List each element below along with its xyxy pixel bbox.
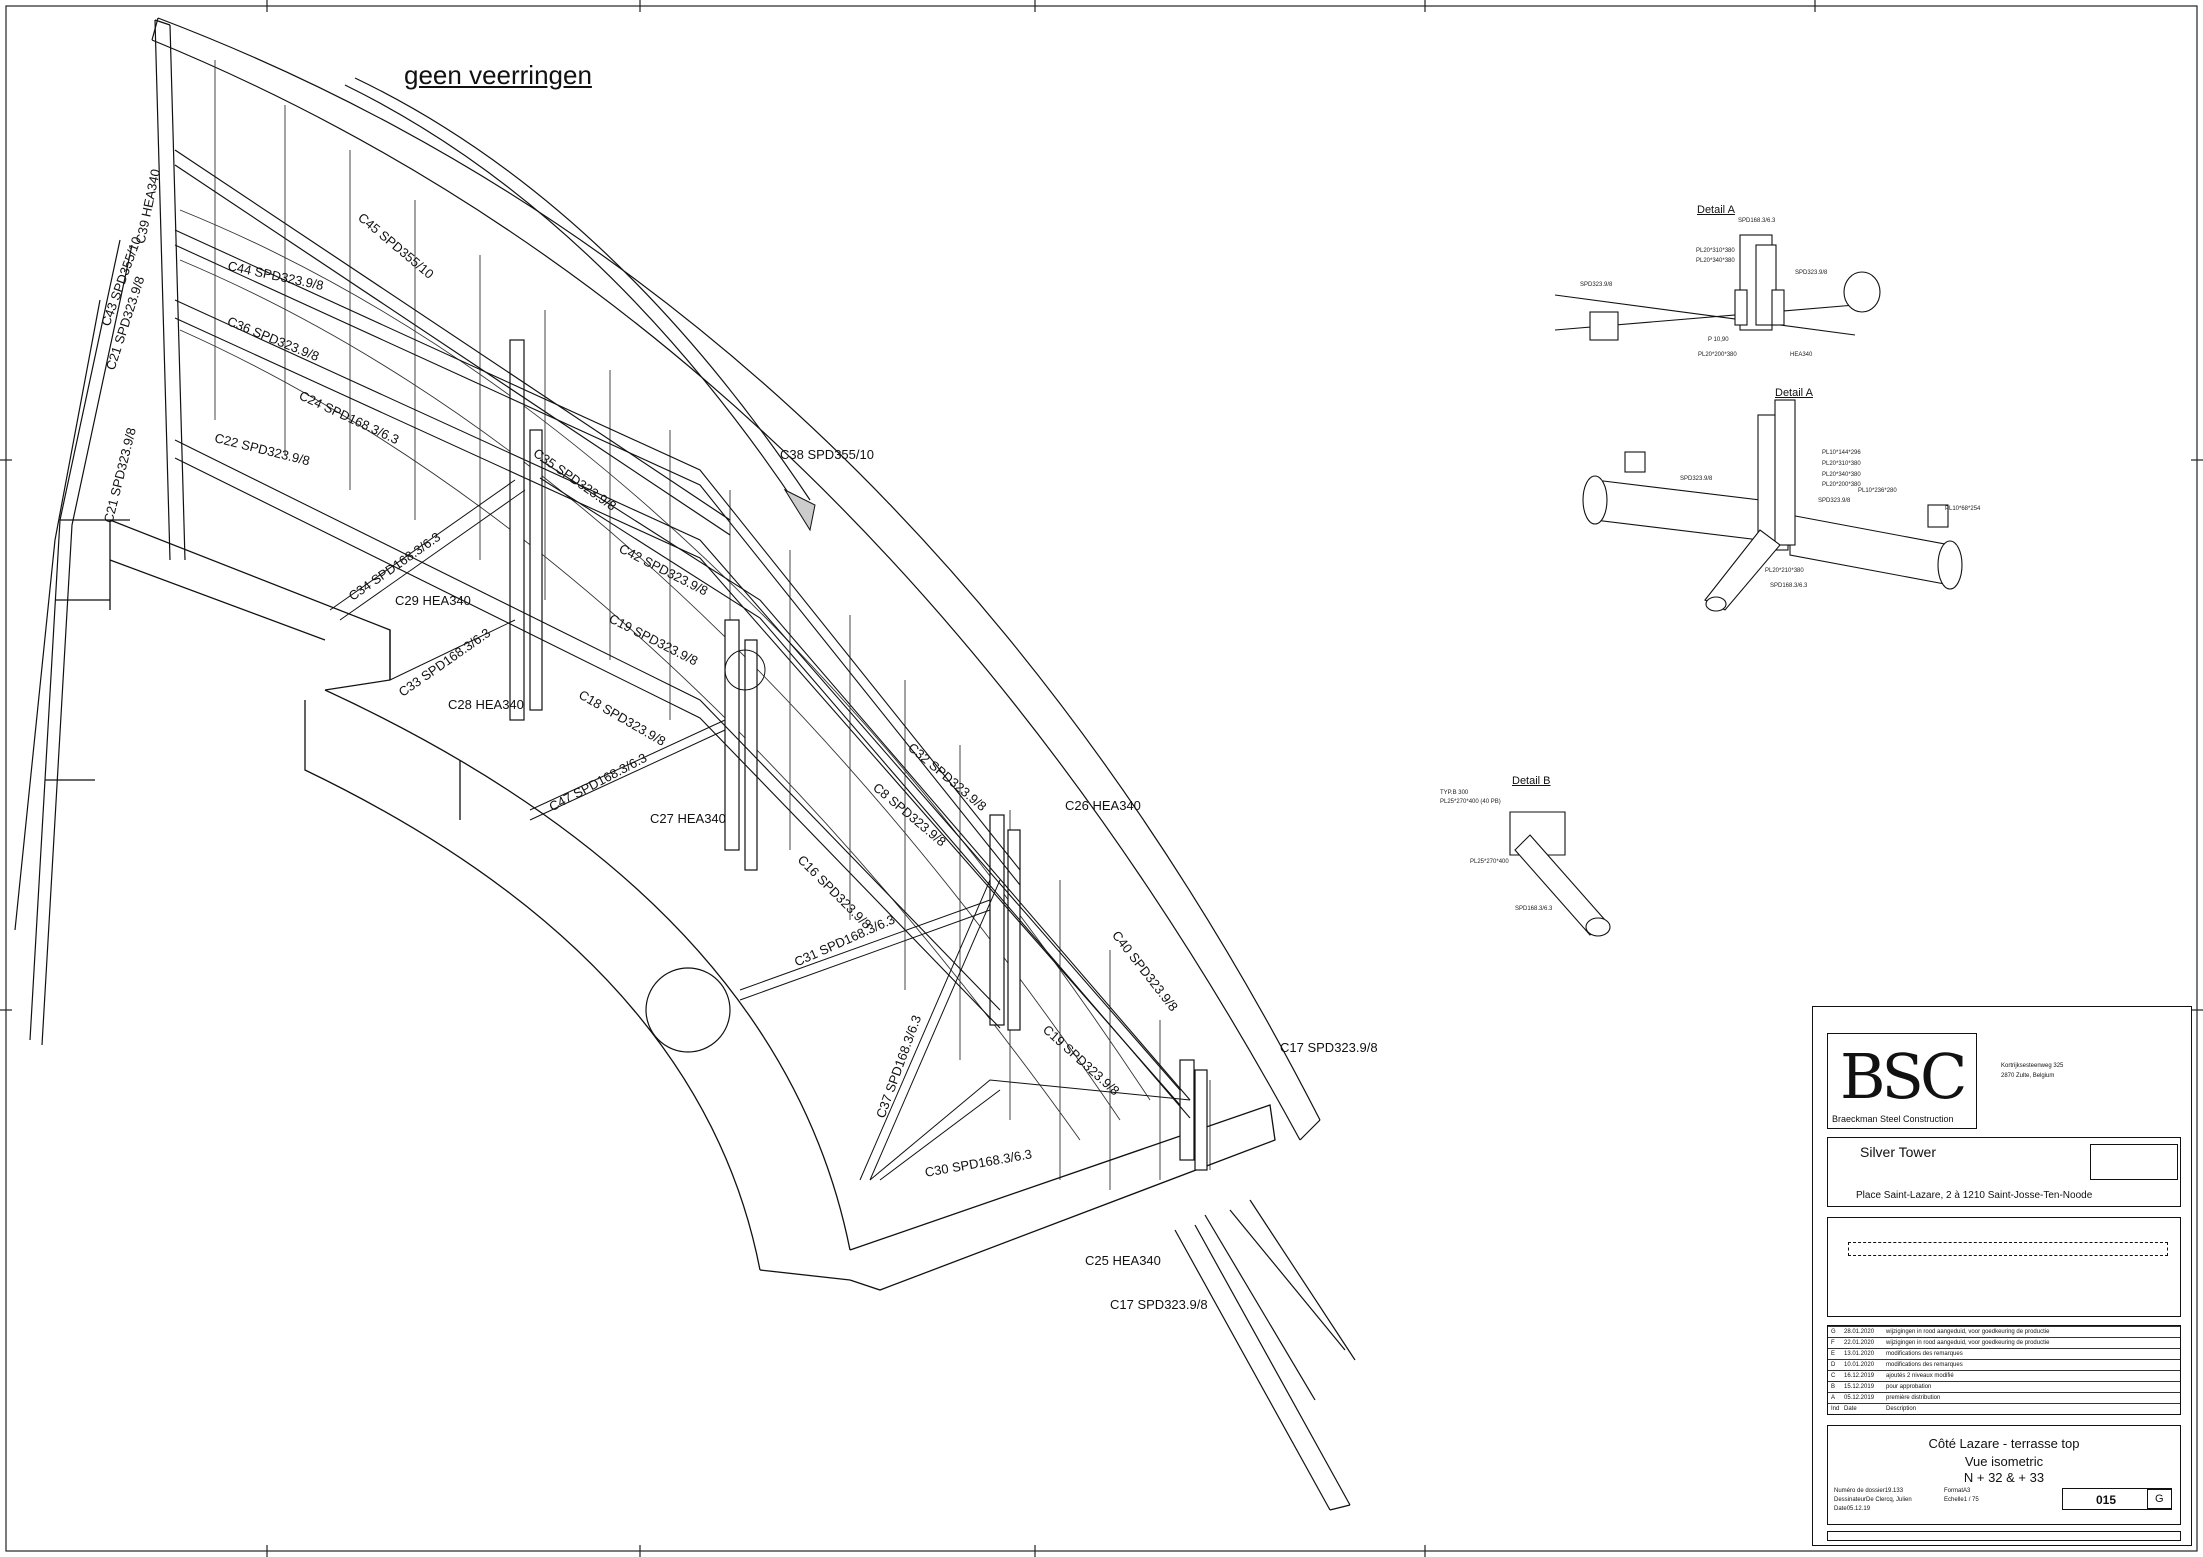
detail-a1-label: SPD168.3/6.3 (1738, 218, 1776, 224)
direction-arrow (783, 488, 816, 532)
detail-a1-label: SPD323.9/8 (1580, 282, 1613, 288)
facade-mullions (214, 60, 1211, 1190)
company-address-1: Kortrijksesteenweg 325 (2001, 1063, 2064, 1069)
drawing-title-box: Côté Lazare - terrasse top Vue isometric… (1827, 1425, 2181, 1525)
detail-a2-label: PL20*310*380 (1822, 461, 1861, 467)
meta-field: Numéro de dossier19.133 (1834, 1488, 1904, 1494)
member-label-c38: C38 SPD355/10 (780, 447, 874, 462)
company-name: Braeckman Steel Construction (1832, 1114, 1954, 1124)
drawing-title-1: Côté Lazare - terrasse top (1928, 1436, 2080, 1451)
company-logo-box: BSC Braeckman Steel Construction (1827, 1033, 1977, 1129)
concrete-slab (109, 519, 1276, 1291)
detail-callout-circle (645, 967, 731, 1053)
detail-b-label: PL25*270*400 (40 PB) (1440, 799, 1501, 805)
note-no-spring-washers: geen veerringen (404, 60, 592, 90)
member-label-c25: C25 HEA340 (1085, 1253, 1161, 1268)
detail-a2-label: PL10*236*280 (1858, 488, 1897, 494)
detail-a1-title: Detail A (1697, 204, 1735, 216)
meta-field: DessinateurDe Clercq, Julien (1834, 1497, 1912, 1503)
project-box: Silver Tower Place Saint-Lazare, 2 à 121… (1827, 1137, 2181, 1207)
detail-a2-label: PL20*210*380 (1765, 568, 1804, 574)
detail-a1-label: P 10,90 (1708, 337, 1729, 343)
detail-a2-label: SPD323.9/8 (1680, 476, 1713, 482)
project-name: Silver Tower (1860, 1144, 1936, 1160)
detail-a2-label: SPD323.9/8 (1818, 498, 1851, 504)
member-label-c29: C29 HEA340 (395, 593, 471, 608)
member-label-c28: C28 HEA340 (448, 697, 524, 712)
detail-a1-label: SPD323.9/8 (1795, 270, 1828, 276)
meta-field: Date05.12.19 (1834, 1506, 1871, 1512)
detail-b-label: TYP.B 300 (1440, 790, 1469, 796)
detail-a2-label: PL20*200*380 (1822, 482, 1861, 488)
member-label-c27: C27 HEA340 (650, 811, 726, 826)
member-label-c17a: C17 SPD323.9/8 (1280, 1040, 1378, 1055)
drawing-title-3: N + 32 & + 33 (1963, 1470, 2045, 1485)
title-block: BSC Braeckman Steel Construction Kortrij… (1812, 1006, 2192, 1546)
detail-a1-label: HEA340 (1790, 352, 1813, 358)
meta-field: Echelle1 / 75 (1944, 1497, 1979, 1503)
bracing (329, 479, 1191, 1181)
detail-a2-drawing (1582, 399, 1963, 612)
approval-box (2090, 1144, 2178, 1180)
detail-a1-label: PL20*310*380 (1696, 248, 1735, 254)
detail-b-drawing (1509, 811, 1611, 937)
detail-a2-label: PL10*144*296 (1822, 450, 1861, 456)
detail-b-label: SPD168.3/6.3 (1515, 906, 1553, 912)
detail-a1-label: PL20*200*380 (1698, 352, 1737, 358)
company-logo: BSC (1840, 1040, 1968, 1113)
detail-a1-label: PL20*340*380 (1696, 258, 1735, 264)
left-frame (14, 19, 186, 1046)
detail-a1-drawing (1554, 234, 1881, 341)
settings-box (1827, 1217, 2181, 1317)
detail-a2-label: PL10*68*254 (1945, 506, 1981, 512)
facade-arc (151, 17, 1321, 1141)
roof-diagonal (174, 77, 811, 536)
detail-b-title: Detail B (1512, 775, 1551, 787)
settings-field (1848, 1242, 2168, 1256)
member-label-c26: C26 HEA340 (1065, 798, 1141, 813)
tubes (174, 229, 1191, 1119)
meta-field: FormatA3 (1944, 1488, 1971, 1494)
drawing-title-2: Vue isometric (1964, 1454, 2044, 1469)
detail-b-label: PL25*270*400 (1470, 859, 1509, 865)
columns (509, 339, 1208, 1171)
detail-a2-label: SPD168.3/6.3 (1770, 583, 1808, 589)
footer-note (1827, 1531, 2181, 1541)
company-address-2: 2870 Zulte, Belgium (2001, 1073, 2055, 1079)
sheet-number-box: 015 G (2062, 1488, 2172, 1510)
detail-a2-label: PL20*340*380 (1822, 472, 1861, 478)
member-label-c17b: C17 SPD323.9/8 (1110, 1297, 1208, 1312)
detail-callout-circle-small (724, 649, 766, 691)
sheet-revision: G (2155, 1493, 2164, 1505)
detail-a2-title: Detail A (1775, 387, 1813, 399)
sheet-number: 015 (2095, 1493, 2117, 1507)
lower-beam (1174, 1199, 1356, 1511)
project-address: Place Saint-Lazare, 2 à 1210 Saint-Josse… (1856, 1190, 2093, 1201)
